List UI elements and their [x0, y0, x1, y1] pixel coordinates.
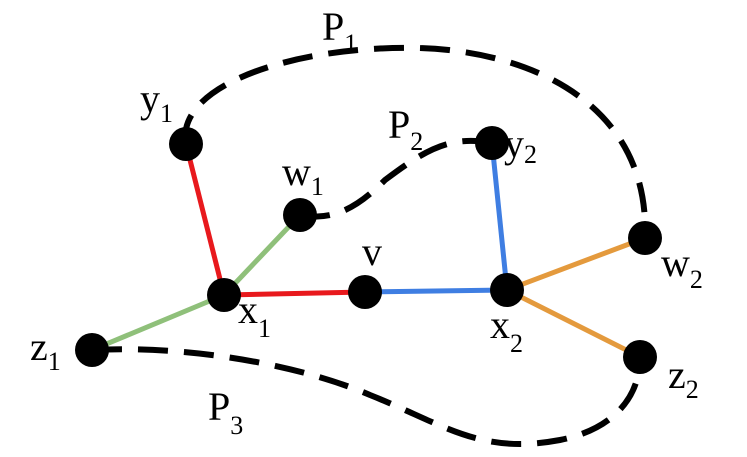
vertex-y1: [169, 127, 203, 161]
label-z2: z2: [668, 352, 699, 404]
label-y2: y2: [504, 121, 537, 169]
edge-w1-x1: [221, 212, 303, 298]
edge-x2-z2: [504, 287, 643, 360]
label-v: v: [362, 229, 382, 274]
edge-y2-x2: [489, 140, 510, 293]
edge-v-x2: [362, 287, 510, 295]
label-x1: x1: [238, 287, 271, 343]
vertex-z2: [623, 340, 657, 374]
label-path-p3: P3: [208, 384, 243, 440]
vertex-y2: [475, 126, 509, 160]
edge-x1-z1: [89, 292, 227, 353]
vertex-x2: [490, 273, 524, 307]
vertex-x1: [207, 278, 241, 312]
edge-x2-w2: [504, 235, 648, 293]
label-x2: x2: [490, 302, 523, 358]
vertex-w1: [283, 198, 317, 232]
path-p2: [299, 137, 493, 220]
label-z1: z1: [30, 324, 61, 376]
label-w2: w2: [661, 240, 703, 294]
label-path-p1: P1: [322, 4, 357, 58]
label-w1: w1: [282, 149, 324, 201]
vertex-z1: [75, 333, 109, 367]
path-p1: [182, 44, 649, 239]
vertex-w2: [628, 221, 662, 255]
edge-x1-v: [221, 289, 368, 298]
edge-y1-x1: [183, 141, 227, 298]
vertex-v: [348, 275, 382, 309]
label-y1: y1: [140, 76, 173, 128]
label-path-p2: P2: [388, 102, 423, 156]
path-p3: [91, 346, 643, 447]
